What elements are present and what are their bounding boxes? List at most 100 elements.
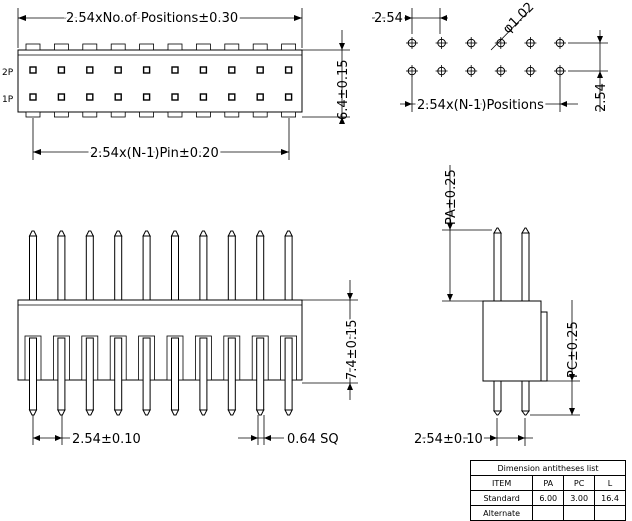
pin-squares <box>29 66 293 101</box>
pin-square <box>228 66 236 74</box>
housing-notches-top <box>25 43 297 51</box>
footprint-pitch-dimension: 2.54 <box>374 11 403 26</box>
housing-notch <box>195 43 211 51</box>
housing-notch <box>82 43 98 51</box>
pin-upper <box>171 235 179 301</box>
table-cell: 3.00 <box>563 490 596 506</box>
housing-notch <box>281 111 297 118</box>
hole-diameter-dimension: φ1.02 <box>500 0 537 37</box>
table-row: Alternate <box>469 505 626 521</box>
pin-size-dimension: 0.64 SQ <box>287 432 339 447</box>
housing-notch <box>224 111 240 118</box>
pin-square <box>284 66 293 74</box>
housing-notch <box>167 43 183 51</box>
housing-notch <box>139 43 155 51</box>
footprint-holes <box>406 37 566 77</box>
pin-upper <box>29 235 37 301</box>
pin-upper <box>227 235 236 301</box>
pin-lower <box>284 337 293 411</box>
pin-lower <box>171 337 179 411</box>
pin-tip <box>28 230 38 237</box>
pin-upper <box>284 235 293 301</box>
housing-notch <box>25 43 41 51</box>
footprint-row-pitch-dimension: 2.54 <box>594 83 609 112</box>
row-2-label: 2P <box>2 68 14 78</box>
side-pitch-dimension: 2.54±0.10 <box>414 432 483 447</box>
side-view: PA±0.25 PC±0.25 2.54±0.10 <box>412 165 581 449</box>
housing-notch <box>195 111 211 118</box>
table-cell <box>532 505 565 521</box>
pin-tip <box>142 409 151 416</box>
pin-square <box>57 93 66 101</box>
table-cell: 6.00 <box>532 490 565 506</box>
pin-square <box>199 66 208 74</box>
pin-tip <box>255 230 265 237</box>
table-cell <box>563 505 596 521</box>
table-header-cell: ITEM <box>469 475 534 491</box>
pin-square <box>57 66 66 74</box>
front-view: 7.4±0.15 2.54±0.10 0.64 SQ <box>17 230 362 447</box>
housing-notch <box>54 43 69 51</box>
table-header-cell: PC <box>563 475 596 491</box>
housing-notch <box>224 43 240 51</box>
pin-upper <box>256 235 265 301</box>
housing-notch <box>139 111 155 118</box>
pin-square <box>256 66 264 74</box>
housing-notch <box>82 111 98 118</box>
pin-tip <box>199 230 208 237</box>
pin-square <box>171 66 179 74</box>
pin-lower <box>199 337 208 411</box>
pin-tip <box>57 409 66 416</box>
pin-square <box>199 93 208 101</box>
pin-upper <box>199 235 208 301</box>
pin-square <box>114 93 122 101</box>
front-height-dimension: 7.4±0.15 <box>345 319 360 380</box>
table-cell: Standard <box>469 490 534 506</box>
front-pins-upper <box>28 230 293 301</box>
pa-dimension: PA±0.25 <box>444 169 459 225</box>
pin-tip <box>85 230 95 237</box>
pin-lower <box>85 337 94 411</box>
pin-square <box>86 66 94 74</box>
pin-square <box>114 66 122 74</box>
top-view: 2.54xNo.of Positions±0.30 2P 1P 6.4±0.15… <box>2 8 351 164</box>
pin-upper <box>85 235 94 301</box>
pin-lower <box>29 337 37 411</box>
housing-notch <box>252 43 268 51</box>
housing-notch <box>167 111 183 118</box>
pcb-footprint: 2.54 φ1.02 2.54x(N-1)Positions 2.54 <box>372 0 609 116</box>
housing-notch <box>281 43 297 51</box>
pin-lower <box>114 337 123 411</box>
overall-width-dimension: 2.54xNo.of Positions±0.30 <box>66 11 238 26</box>
pin-lower <box>142 337 151 411</box>
pin-tip <box>170 230 180 237</box>
pin-square <box>256 93 264 101</box>
table-header-cell: L <box>594 475 626 491</box>
front-pitch-dimension: 2.54±0.10 <box>72 432 141 447</box>
table-caption: Dimension antitheses list <box>470 460 626 476</box>
pin-tip <box>57 230 66 237</box>
pin-upper <box>114 235 123 301</box>
housing-notch <box>252 111 268 118</box>
table-cell: 16.4 <box>594 490 626 506</box>
pin-tip <box>284 409 293 416</box>
pin-lower <box>256 337 265 411</box>
pin-span-dimension: 2.54x(N-1)Pin±0.20 <box>90 146 219 161</box>
pin-tip <box>284 230 293 237</box>
footprint-span-dimension: 2.54x(N-1)Positions <box>417 98 544 113</box>
pin-lower <box>227 337 236 411</box>
pin-square <box>29 66 37 74</box>
pin-tip <box>199 409 208 416</box>
table-header-cell: PA <box>532 475 565 491</box>
pin-square <box>142 66 151 74</box>
row-1-label: 1P <box>2 95 14 105</box>
pin-tip <box>227 409 237 416</box>
pc-dimension: PC±0.25 <box>566 321 581 378</box>
dimension-table: Dimension antitheses list ITEM PA PC L S… <box>469 460 626 521</box>
pin-tip <box>113 409 123 416</box>
pin-square <box>171 93 179 101</box>
pin-square <box>86 93 94 101</box>
pin-tip <box>227 230 237 237</box>
housing-notch <box>25 111 41 118</box>
housing-notch <box>110 111 126 118</box>
